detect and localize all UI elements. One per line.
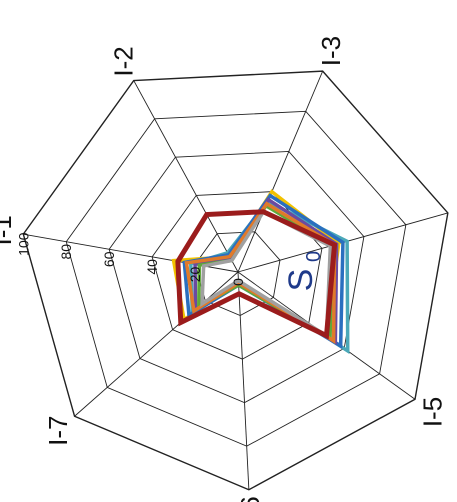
annotation-s0: S0 <box>282 251 325 291</box>
radar-series <box>171 189 350 355</box>
tick-label-80: 80 <box>58 244 74 260</box>
tick-label-100: 100 <box>15 232 31 256</box>
axis-label-I-3: I-3 <box>316 36 346 66</box>
axis-label-I-7: I-7 <box>43 416 73 446</box>
axis-label-I-4: I-4 <box>454 192 457 222</box>
grid-ring-100 <box>22 70 449 491</box>
annotation-letter: S <box>282 269 320 292</box>
grid-ring-40 <box>151 191 323 360</box>
radial-ticks: 0 20 40 60 80 100 <box>15 232 246 286</box>
annotation-subscript: 0 <box>303 251 325 262</box>
tick-label-20: 20 <box>187 266 203 282</box>
series-polygon-8 <box>175 209 338 340</box>
series-polygon-6 <box>184 201 337 344</box>
grid-ring-80 <box>65 110 407 447</box>
axis-label-I-2: I-2 <box>108 46 138 76</box>
tick-label-40: 40 <box>144 259 160 275</box>
axis-label-I-6: I-6 <box>235 496 265 502</box>
spoke-I-7 <box>74 271 239 417</box>
series-polygon-2 <box>188 199 350 355</box>
axis-label-I-5: I-5 <box>418 397 448 427</box>
annotation: S0 <box>282 251 325 291</box>
tick-label-0: 0 <box>230 278 246 286</box>
spoke-I-3 <box>237 70 324 273</box>
grid-ring-60 <box>108 151 365 404</box>
axis-labels: I-1 I-2 I-3I-4I-5I-6 I-7 <box>0 36 457 502</box>
spoke-I-6 <box>237 271 250 490</box>
spoke-I-2 <box>133 80 239 273</box>
axis-label-I-1: I-1 <box>0 215 17 245</box>
tick-label-60: 60 <box>101 251 117 267</box>
